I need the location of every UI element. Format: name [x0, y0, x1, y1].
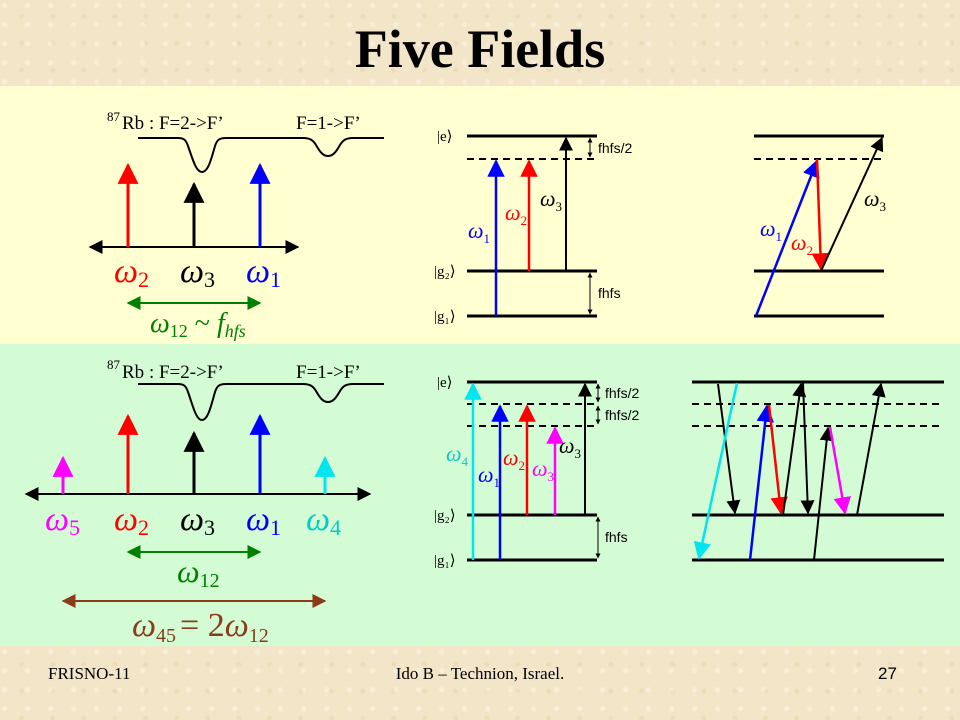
top-label-w1: ω1: [246, 253, 281, 292]
top-rb-transition-a: : F=2->F’: [144, 113, 224, 134]
bottom-scheme-label-w2: ω2: [503, 445, 525, 473]
top-label-w3: ω3: [180, 253, 215, 292]
bottom-ket-g2: |g₂⟩: [434, 508, 456, 524]
bottom-right-beam-3: [748, 404, 774, 561]
bottom-scheme-label-w3: ω3: [559, 433, 581, 461]
footer-page-number: 27: [878, 664, 897, 683]
footer-conference: FRISNO-11: [48, 664, 131, 683]
svg-text:Rb : F=2->F’: Rb : F=2->F’: [122, 113, 224, 134]
top-scheme-label-w2: ω2: [505, 200, 527, 228]
top-splitting-label: ω12 ~ fhfs: [150, 308, 246, 341]
top-right-label-w3: ω3: [864, 186, 886, 214]
top-right-label-w2: ω2: [791, 230, 813, 258]
bottom-right-beam-9: [856, 382, 886, 516]
bottom-scheme-label-w3-magenta: ω3: [532, 456, 554, 484]
top-rb-element: Rb: [122, 113, 144, 134]
bottom-annot-half-2: fhfs/2: [605, 407, 639, 423]
bottom-label-w5: ω5: [45, 501, 80, 540]
bottom-annot-full: fhfs: [605, 529, 628, 545]
bottom-ket-e: |e⟩: [437, 375, 453, 391]
bottom-level-scheme: |e⟩ |g₂⟩ |g₁⟩ ω4 ω1 ω2 ω3 ω3 fhfs/2 fhfs…: [434, 375, 639, 569]
bottom-right-beam-6: [800, 382, 815, 515]
top-spectrum: 87 Rb : F=2->F’ F=1->F’ ω2 ω3 ω1 ω12 ~ f…: [88, 109, 384, 341]
bottom-scheme-label-w4: ω4: [446, 441, 469, 469]
top-right-scheme: ω1 ω2 ω3: [754, 134, 886, 318]
slide-title: Five Fields: [354, 19, 606, 79]
top-ket-e: |e⟩: [437, 129, 453, 145]
top-right-beam-w1: [754, 159, 820, 317]
bottom-right-beam-7: [813, 426, 834, 561]
top-absorption-line: [138, 137, 384, 174]
top-level-scheme: |e⟩ |g₂⟩ |g₁⟩ ω1 ω2 ω3 fhfs/2 fhfs: [434, 129, 632, 325]
bottom-label-w4: ω4: [306, 501, 341, 540]
bottom-label-w2: ω2: [114, 501, 149, 540]
top-rb-transition-b: F=1->F’: [296, 113, 361, 134]
bottom-right-beam-4: [767, 404, 788, 515]
bottom-right-beam-2: [693, 382, 739, 560]
top-right-beam-w3: [820, 136, 884, 272]
bottom-equation: ω45= 2ω12: [132, 607, 269, 647]
bottom-spectrum: 87 Rb : F=2->F’ F=1->F’ ω5 ω2 ω3 ω1 ω4 ω…: [24, 357, 384, 647]
bottom-rb-transition-a: : F=2->F’: [144, 362, 224, 383]
bottom-rb-element: Rb: [122, 362, 144, 383]
bottom-annot-half-1: fhfs/2: [605, 385, 639, 401]
top-ket-g2: |g₂⟩: [434, 264, 456, 280]
top-scheme-label-w3: ω3: [540, 186, 562, 214]
svg-text:Rb : F=2->F’: Rb : F=2->F’: [122, 362, 224, 383]
top-right-label-w1: ω1: [760, 216, 782, 244]
top-right-beam-w2: [811, 158, 830, 271]
bottom-right-scheme: [692, 380, 944, 562]
bottom-rb-mass: 87: [107, 357, 121, 372]
bottom-ket-g1: |g₁⟩: [434, 553, 456, 569]
top-label-w2: ω2: [114, 253, 149, 292]
top-annot-full: fhfs: [598, 285, 621, 301]
bottom-scheme-label-w1: ω1: [478, 462, 500, 490]
top-rb-mass: 87: [107, 109, 121, 124]
bottom-right-beam-8: [828, 426, 851, 515]
bottom-absorption-line: [138, 383, 384, 422]
bottom-right-beam-5: [782, 382, 807, 516]
bottom-label-w1: ω1: [246, 501, 281, 540]
bottom-spacing-label: ω12: [177, 553, 220, 592]
top-annot-half: fhfs/2: [598, 140, 632, 156]
bottom-label-w3: ω3: [180, 501, 215, 540]
top-scheme-label-w1: ω1: [468, 218, 490, 246]
bottom-right-beam-1: [717, 383, 741, 515]
top-ket-g1: |g₁⟩: [434, 309, 456, 325]
footer-author: Ido B – Technion, Israel.: [395, 664, 565, 683]
bottom-rb-transition-b: F=1->F’: [296, 362, 361, 383]
